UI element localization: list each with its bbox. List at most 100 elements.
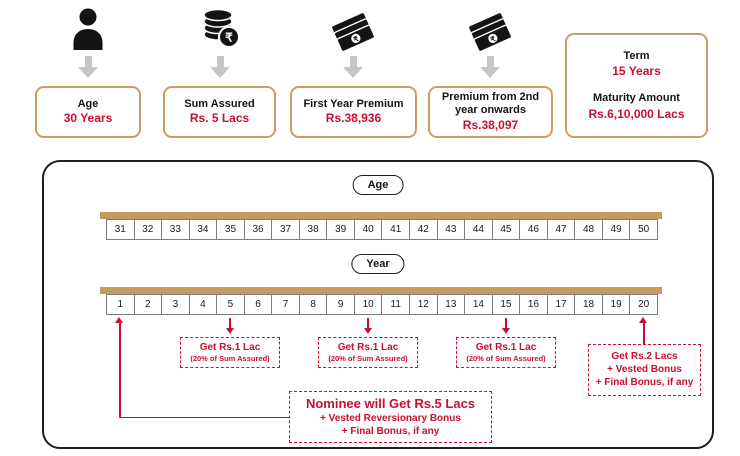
term-value: 15 Years	[612, 64, 661, 79]
nominee-line: Nominee will Get Rs.5 Lacs	[305, 396, 476, 412]
info-value: Rs.38,936	[325, 111, 382, 126]
year-cell: 1	[106, 294, 135, 315]
age-cell: 34	[188, 219, 218, 240]
age-pill-label: Age	[352, 175, 404, 195]
year-timeline-bar	[100, 287, 662, 294]
age-cell: 46	[519, 219, 548, 240]
year-cell: 17	[546, 294, 576, 315]
down-arrow-icon	[78, 56, 98, 79]
payout-subtitle: (20% of Sum Assured)	[190, 354, 270, 363]
person-icon	[70, 8, 106, 59]
payout-box-year-10: Get Rs.1 Lac (20% of Sum Assured)	[318, 337, 418, 368]
year-cell: 20	[629, 294, 658, 315]
age-cell: 50	[629, 219, 658, 240]
age-cell: 49	[601, 219, 631, 240]
payout-title: Get Rs.1 Lac	[337, 342, 399, 353]
age-cell: 43	[436, 219, 466, 240]
nominee-line: + Final Bonus, if any	[341, 425, 440, 437]
year-cell: 11	[381, 294, 411, 315]
age-cell: 48	[574, 219, 603, 240]
down-arrow-icon	[480, 56, 500, 79]
nominee-payout-box: Nominee will Get Rs.5 Lacs + Vested Reve…	[289, 391, 492, 443]
info-value: Rs.38,097	[462, 117, 519, 132]
banknotes-icon: ₹	[467, 11, 513, 57]
year-cell: 9	[326, 294, 355, 315]
maturity-value: Rs.6,10,000 Lacs	[588, 106, 685, 121]
age-cell: 36	[243, 219, 273, 240]
age-cell: 38	[298, 219, 328, 240]
svg-text:₹: ₹	[352, 34, 360, 44]
age-cell: 42	[409, 219, 438, 240]
info-title: First Year Premium	[303, 97, 404, 110]
year-cell: 4	[188, 294, 218, 315]
term-label: Term	[623, 49, 650, 62]
term-maturity-box: Term 15 Years Maturity Amount Rs.6,10,00…	[565, 33, 708, 138]
connector-line	[643, 323, 645, 344]
payout-subtitle: (20% of Sum Assured)	[328, 354, 408, 363]
age-cell: 33	[161, 219, 190, 240]
age-cell: 45	[491, 219, 521, 240]
year-pill-label: Year	[351, 254, 405, 274]
age-cell: 44	[464, 219, 493, 240]
year-cell: 6	[243, 294, 273, 315]
age-timeline-bar	[100, 212, 662, 219]
payout-box-year-5: Get Rs.1 Lac (20% of Sum Assured)	[180, 337, 280, 368]
age-cell: 40	[353, 219, 383, 240]
age-cell: 37	[271, 219, 300, 240]
nominee-line: + Vested Reversionary Bonus	[320, 412, 461, 424]
maturity-line: + Vested Bonus	[607, 364, 682, 375]
year-cell: 8	[298, 294, 328, 315]
maturity-payout-box: Get Rs.2 Lacs + Vested Bonus + Final Bon…	[588, 344, 701, 396]
payout-box-year-15: Get Rs.1 Lac (20% of Sum Assured)	[456, 337, 556, 368]
connector-line	[119, 323, 121, 418]
down-arrow-icon	[210, 56, 230, 79]
nominee-arrow-icon	[115, 317, 123, 323]
payout-title: Get Rs.1 Lac	[199, 342, 261, 353]
year-cell: 2	[133, 294, 163, 315]
year-cell: 12	[409, 294, 438, 315]
age-cell: 32	[133, 219, 163, 240]
maturity-line: + Final Bonus, if any	[595, 377, 694, 388]
info-box-age: Age 30 Years	[35, 86, 141, 138]
age-cell: 41	[381, 219, 411, 240]
age-cell: 39	[326, 219, 355, 240]
payout-arrow-icon	[224, 318, 236, 335]
payout-arrow-icon	[500, 318, 512, 335]
info-box-first-year-premium: First Year Premium Rs.38,936	[290, 86, 417, 138]
info-title: Premium from 2nd year onwards	[441, 91, 540, 117]
year-cell: 15	[491, 294, 521, 315]
year-cell: 7	[271, 294, 300, 315]
year-cell: 16	[519, 294, 548, 315]
year-cell: 10	[353, 294, 383, 315]
info-box-sum-assured: Sum Assured Rs. 5 Lacs	[163, 86, 276, 138]
age-cell: 35	[216, 219, 245, 240]
connector-line	[119, 416, 289, 419]
payout-arrow-icon	[362, 318, 374, 335]
age-cell: 31	[106, 219, 135, 240]
down-arrow-icon	[343, 56, 363, 79]
age-cell: 47	[546, 219, 576, 240]
maturity-line: Get Rs.2 Lacs	[611, 351, 678, 362]
svg-text:₹: ₹	[489, 34, 497, 44]
banknotes-icon: ₹	[330, 11, 376, 57]
info-title: Sum Assured	[184, 97, 255, 110]
year-cell: 5	[216, 294, 245, 315]
year-cell: 13	[436, 294, 466, 315]
info-value: 30 Years	[63, 111, 113, 126]
maturity-label: Maturity Amount	[593, 92, 680, 104]
year-cell: 3	[161, 294, 190, 315]
year-cell: 19	[601, 294, 631, 315]
payout-title: Get Rs.1 Lac	[475, 342, 537, 353]
year-cell: 18	[574, 294, 603, 315]
info-box-renewal-premium: Premium from 2nd year onwards Rs.38,097	[428, 86, 553, 138]
svg-text:₹: ₹	[225, 31, 233, 45]
info-title: Age	[77, 97, 99, 110]
info-value: Rs. 5 Lacs	[189, 111, 250, 126]
payout-subtitle: (20% of Sum Assured)	[466, 354, 546, 363]
year-cell: 14	[464, 294, 493, 315]
maturity-arrow-icon	[639, 317, 647, 323]
rupee-coins-icon: ₹	[198, 6, 244, 57]
